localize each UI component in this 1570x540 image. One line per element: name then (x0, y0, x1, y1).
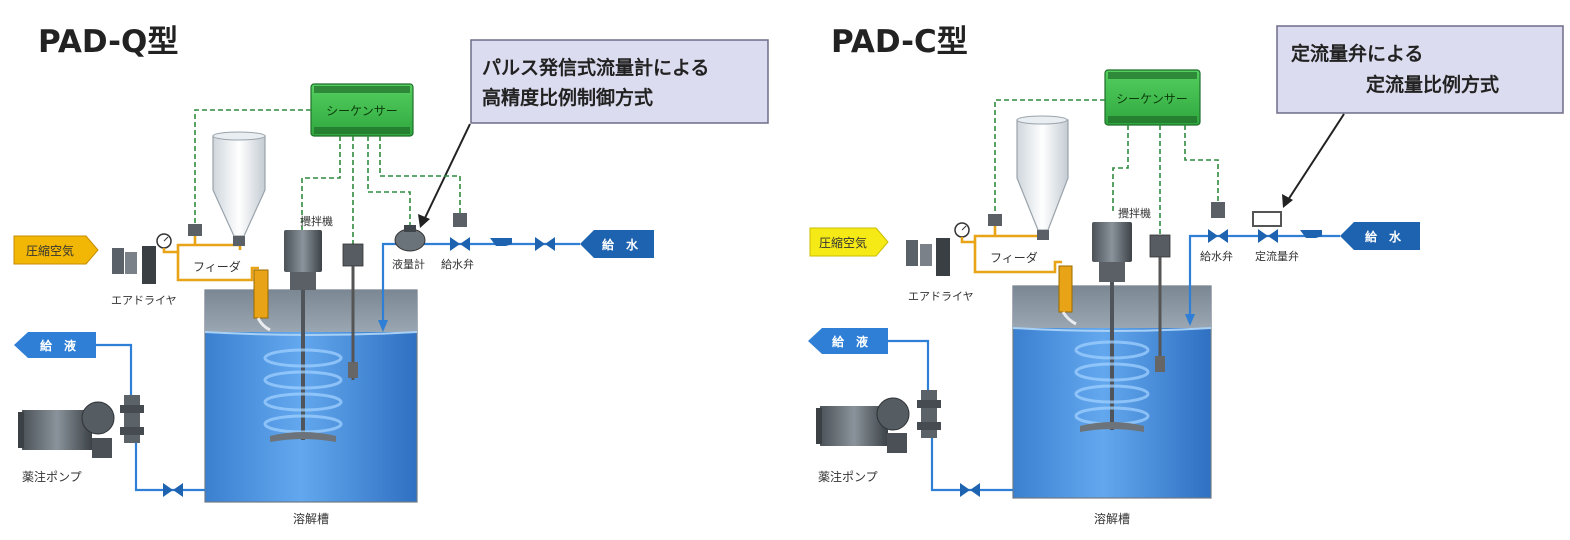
pad-q-flow-meter: 液量計 (392, 225, 426, 271)
pad-c-liquid-line (888, 339, 930, 392)
pad-c-water-valve-label: 給水弁 (1200, 249, 1233, 263)
pad-c-air-dryer-label: エアドライヤ (908, 290, 974, 303)
pad-c-callout-pointer (1287, 113, 1345, 201)
pad-c-liquid-supply-tag: 給 液 (808, 328, 888, 354)
pad-c-hopper (1016, 115, 1069, 240)
pad-c-sequencer: シーケンサー (1104, 69, 1201, 126)
pad-c-agitator-motor (1092, 222, 1132, 262)
pad-q-callout-box (470, 39, 769, 124)
pad-q-title: PAD-Q型 (38, 24, 178, 60)
pad-c-compressed-air-label: 圧縮空気 (819, 235, 867, 250)
pad-c-liquid-supply-label: 給 液 (832, 334, 868, 349)
pad-q-suction-line (134, 440, 205, 492)
pad-c-callout-arrowhead (1282, 194, 1293, 208)
pad-q-agitator-motor (284, 230, 322, 272)
pad-c-callout-line2: 定流量比例方式 (1366, 73, 1499, 96)
pad-q-chemical-pump-label: 薬注ポンプ (22, 469, 82, 484)
pad-q-line-fittings (490, 237, 555, 251)
pad-c-diagram: PAD-C型 定流量弁による 定流量比例方式 シーケンサー 圧縮空気 (808, 24, 1564, 526)
pad-c-callout-line1: 定流量弁による (1291, 42, 1423, 65)
pad-q-sequencer: シーケンサー (310, 83, 414, 137)
pad-q-compressed-air-label: 圧縮空気 (26, 243, 74, 258)
pad-q-water-supply-tag: 給 水 (580, 230, 654, 258)
pad-c-suction-line (930, 435, 1013, 492)
pad-c-chemical-pump: 薬注ポンプ (816, 390, 941, 484)
pad-q-water-valve-label: 給水弁 (441, 257, 474, 271)
pad-q-suction-valve (163, 483, 183, 497)
pad-q-dissolving-tank (204, 230, 418, 503)
pad-q-callout-arrowhead (418, 214, 430, 228)
pad-c-constant-flow-valve-label: 定流量弁 (1255, 249, 1299, 263)
pad-q-compressed-air-tag: 圧縮空気 (13, 235, 99, 265)
pad-c-compressed-air-tag: 圧縮空気 (809, 227, 889, 257)
pad-q-water-line (381, 242, 580, 328)
pad-q-liquid-supply-label: 給 液 (40, 338, 76, 353)
pad-q-water-valve: 給水弁 (441, 213, 474, 271)
pad-c-air-valve (988, 214, 1002, 226)
pad-c-signal-lines (994, 99, 1219, 235)
pad-q-air-valve (188, 224, 202, 236)
pad-q-signal-lines (194, 109, 461, 245)
pad-q-air-dryer-label: エアドライヤ (111, 294, 177, 307)
pad-q-tank-label: 溶解槽 (293, 511, 329, 526)
pad-q-callout-line1: パルス発信式流量計による (482, 56, 709, 79)
pad-q-callout-line2: 高精度比例制御方式 (482, 86, 653, 109)
pad-c-dissolving-tank (1012, 222, 1212, 499)
pad-q-callout-pointer (423, 123, 471, 221)
pad-q-hopper (212, 131, 266, 246)
pad-q-water-supply-label: 給 水 (602, 237, 639, 252)
pad-c-tank-label: 溶解槽 (1094, 511, 1130, 526)
pad-q-air-dryer: エアドライヤ (111, 233, 177, 307)
pad-c-water-supply-tag: 給 水 (1340, 222, 1420, 250)
pad-c-agitator-label: 攪拌機 (1118, 206, 1151, 220)
pad-c-callout-box (1276, 25, 1564, 114)
pad-c-chemical-pump-label: 薬注ポンプ (818, 469, 878, 484)
pad-q-sequencer-label: シーケンサー (326, 104, 398, 118)
pad-c-water-line (1188, 234, 1340, 322)
pad-q-flow-meter-label: 液量計 (392, 257, 425, 271)
pad-q-feeder-label: フィーダ (193, 259, 241, 274)
pad-c-feeder-label: フィーダ (990, 250, 1038, 265)
pad-c-air-dryer: エアドライヤ (906, 222, 974, 303)
pad-q-diagram: PAD-Q型 パルス発信式流量計による 高精度比例制御方式 シーケンサー 圧縮空… (13, 24, 769, 526)
pad-q-agitator-label: 攪拌機 (300, 214, 333, 228)
pad-q-liquid-supply-tag: 給 液 (14, 332, 96, 358)
pad-q-liquid-line (96, 343, 133, 395)
pad-c-line-fittings (1300, 230, 1322, 238)
pad-q-chemical-pump: 薬注ポンプ (18, 395, 144, 484)
pad-c-sequencer-label: シーケンサー (1116, 92, 1188, 106)
pad-c-water-supply-label: 給 水 (1365, 229, 1402, 244)
pad-c-title: PAD-C型 (831, 24, 968, 60)
pad-c-constant-flow-valve: 定流量弁 (1252, 211, 1299, 263)
pad-c-water-valve: 給水弁 (1200, 202, 1233, 263)
pad-c-suction-valve (960, 483, 980, 497)
